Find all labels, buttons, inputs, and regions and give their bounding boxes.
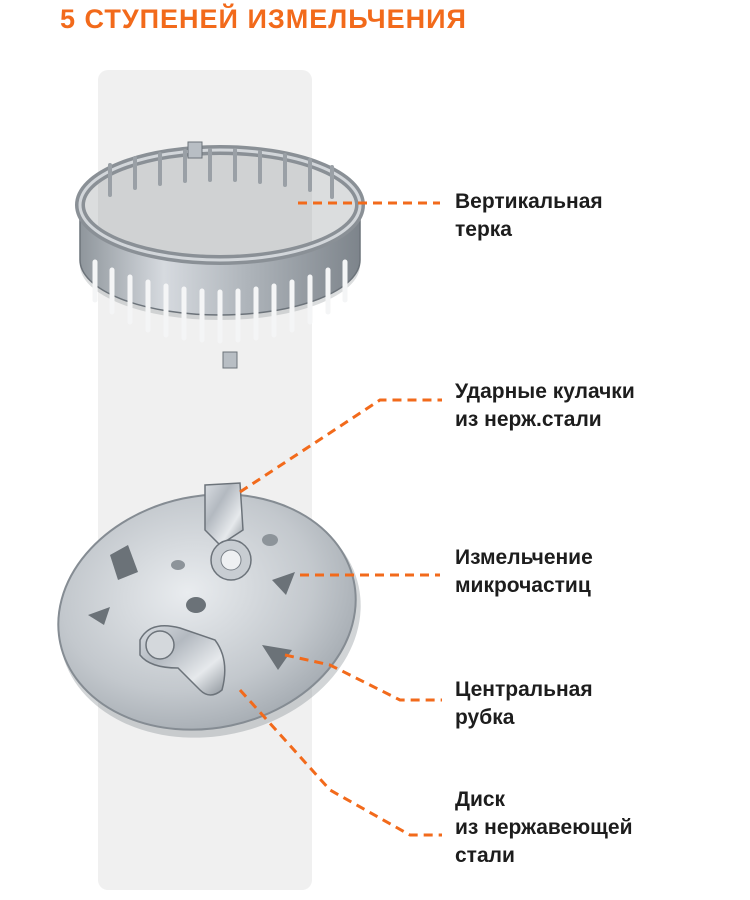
leader-lines — [238, 201, 442, 837]
label-micro-grinding: Измельчение микрочастиц — [455, 546, 593, 597]
label-steel-disc: Диск из нержавеющей стали — [455, 788, 633, 867]
label-impact-cams: Ударные кулачки из нерж.стали — [455, 380, 635, 431]
label-vertical-grater: Вертикальная терка — [455, 190, 603, 241]
grater-ring-image — [75, 141, 365, 369]
page-title: 5 СТУПЕНЕЙ ИЗМЕЛЬЧЕНИЯ — [60, 4, 467, 34]
label-central-chopping: Центральная рубка — [455, 678, 593, 729]
background-panel — [98, 70, 312, 890]
steel-disc-image — [57, 482, 361, 738]
